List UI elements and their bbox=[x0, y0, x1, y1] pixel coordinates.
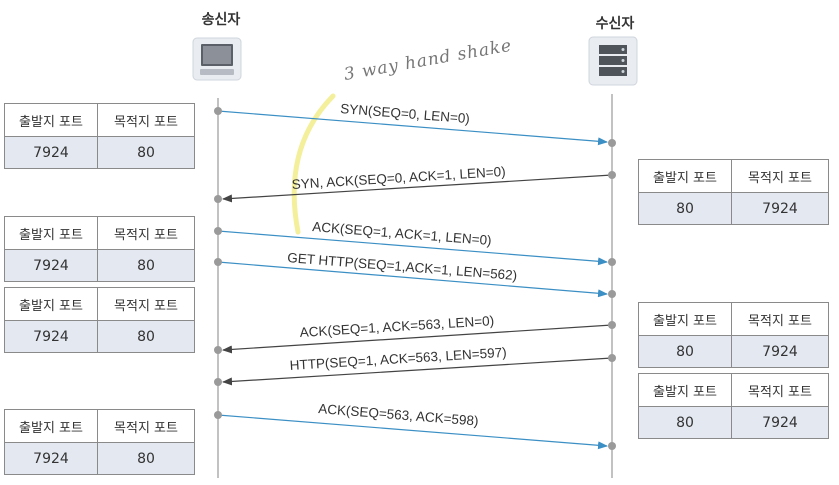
receiver-dot bbox=[608, 139, 616, 147]
receiver-dot bbox=[608, 258, 616, 266]
computer-icon bbox=[192, 37, 242, 81]
dst-port-value: 7924 bbox=[731, 192, 829, 225]
message-label-5: ACK(SEQ=1, ACK=563, LEN=0) bbox=[299, 313, 494, 340]
sender-dot bbox=[214, 378, 222, 386]
src-port-header: 출발지 포트 bbox=[638, 159, 732, 193]
message-arrow-5 bbox=[222, 324, 613, 354]
receiver-dot bbox=[608, 442, 616, 450]
dst-port-header: 목적지 포트 bbox=[731, 159, 829, 193]
src-port-value: 7924 bbox=[4, 320, 98, 353]
sender-dot bbox=[214, 258, 222, 266]
src-port-value: 7924 bbox=[4, 249, 98, 282]
message-label-6: HTTP(SEQ=1, ACK=563, LEN=597) bbox=[289, 345, 507, 373]
dst-port-header: 목적지 포트 bbox=[97, 287, 195, 321]
message-arrow-2 bbox=[222, 174, 613, 203]
sender-dot bbox=[214, 227, 222, 235]
dst-port-header: 목적지 포트 bbox=[731, 302, 829, 336]
dst-port-value: 80 bbox=[97, 249, 195, 282]
src-port-header: 출발지 포트 bbox=[4, 216, 98, 250]
message-label-3: ACK(SEQ=1, ACK=1, LEN=0) bbox=[312, 219, 492, 248]
src-port-header: 출발지 포트 bbox=[4, 287, 98, 321]
dst-port-header: 목적지 포트 bbox=[97, 103, 195, 137]
src-port-value: 80 bbox=[638, 335, 732, 368]
message-arrow-3 bbox=[217, 230, 608, 266]
src-port-value: 80 bbox=[638, 406, 732, 439]
receiver-dot bbox=[608, 321, 616, 329]
receiver-dot bbox=[608, 290, 616, 298]
handshake-highlight bbox=[291, 93, 336, 235]
message-arrow-6 bbox=[222, 357, 613, 386]
src-port-header: 출발지 포트 bbox=[4, 409, 98, 443]
message-arrow-7 bbox=[217, 414, 608, 450]
src-port-value: 7924 bbox=[4, 442, 98, 475]
sender-dot bbox=[214, 195, 222, 203]
message-label-4: GET HTTP(SEQ=1,ACK=1, LEN=562) bbox=[287, 250, 518, 283]
message-arrow-4 bbox=[217, 261, 608, 298]
src-port-header: 출발지 포트 bbox=[4, 103, 98, 137]
sender-dot bbox=[214, 346, 222, 354]
sender-label: 송신자 bbox=[201, 12, 241, 28]
message-arrow-1 bbox=[217, 110, 608, 146]
dst-port-value: 80 bbox=[97, 136, 195, 169]
dst-port-value: 7924 bbox=[731, 406, 829, 439]
dst-port-value: 7924 bbox=[731, 335, 829, 368]
dst-port-value: 80 bbox=[97, 442, 195, 475]
receiver-dot bbox=[608, 354, 616, 362]
receiver-label: 수신자 bbox=[595, 16, 635, 32]
sender-dot bbox=[214, 107, 222, 115]
dst-port-header: 목적지 포트 bbox=[97, 216, 195, 250]
src-port-value: 7924 bbox=[4, 136, 98, 169]
receiver-dot bbox=[608, 171, 616, 179]
dst-port-header: 목적지 포트 bbox=[97, 409, 195, 443]
src-port-header: 출발지 포트 bbox=[638, 373, 732, 407]
dst-port-value: 80 bbox=[97, 320, 195, 353]
handshake-annotation: 3 way hand shake bbox=[342, 36, 513, 85]
src-port-header: 출발지 포트 bbox=[638, 302, 732, 336]
server-icon bbox=[588, 36, 638, 86]
dst-port-header: 목적지 포트 bbox=[731, 373, 829, 407]
sender-dot bbox=[214, 411, 222, 419]
lifeline-dots bbox=[214, 107, 616, 450]
src-port-value: 80 bbox=[638, 192, 732, 225]
